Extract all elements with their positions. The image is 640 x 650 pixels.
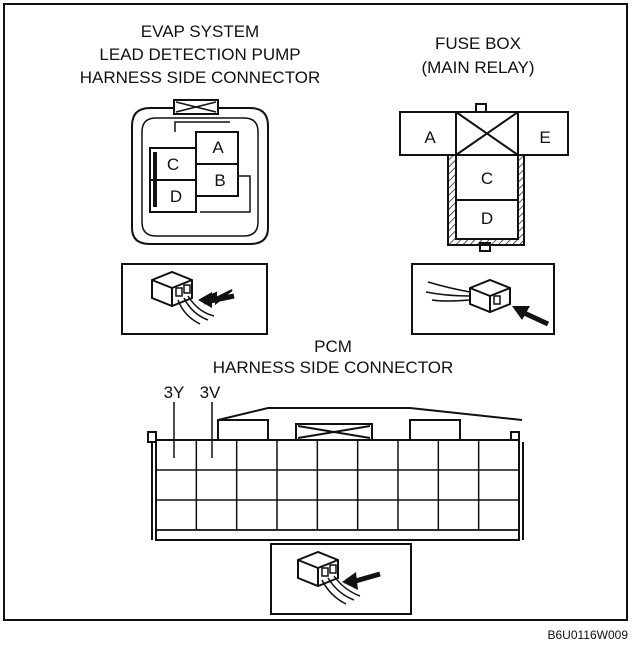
figure-code: B6U0116W009 xyxy=(547,628,629,642)
evap-terminal-D: D xyxy=(170,187,182,206)
pcm-terminal-grid xyxy=(156,439,519,531)
fuse-box-connector xyxy=(399,103,569,252)
evap-terminal-C: C xyxy=(167,155,179,174)
fuse-box-title-line-2: (MAIN RELAY) xyxy=(421,58,535,77)
pcm-terminal-3Y: 3Y xyxy=(164,383,185,402)
evap-title-line-1: EVAP SYSTEM xyxy=(140,22,260,41)
evap-title-line-2: LEAD DETECTION PUMP xyxy=(99,45,301,64)
fuse-terminal-D: D xyxy=(481,209,493,228)
pcm-terminal-3V: 3V xyxy=(200,383,221,402)
evap-title-line-3: HARNESS SIDE CONNECTOR xyxy=(79,68,321,87)
evap-terminal-B: B xyxy=(214,171,225,190)
pcm-title-line-1: PCM xyxy=(314,337,352,356)
evap-connector xyxy=(131,99,269,245)
evap-terminal-A: A xyxy=(212,138,224,157)
fuse-terminal-A: A xyxy=(424,128,436,147)
fuse-terminal-E: E xyxy=(539,128,550,147)
figure-frame xyxy=(3,3,628,621)
fuse-terminal-C: C xyxy=(481,169,493,188)
pcm-title-line-2: HARNESS SIDE CONNECTOR xyxy=(212,358,454,377)
pcm-inset-view xyxy=(270,543,412,615)
fuse-box-title-line-1: FUSE BOX xyxy=(435,34,521,53)
pcm-connector xyxy=(147,407,524,541)
fuse-box-inset-view xyxy=(411,263,555,335)
evap-inset-view xyxy=(121,263,268,335)
